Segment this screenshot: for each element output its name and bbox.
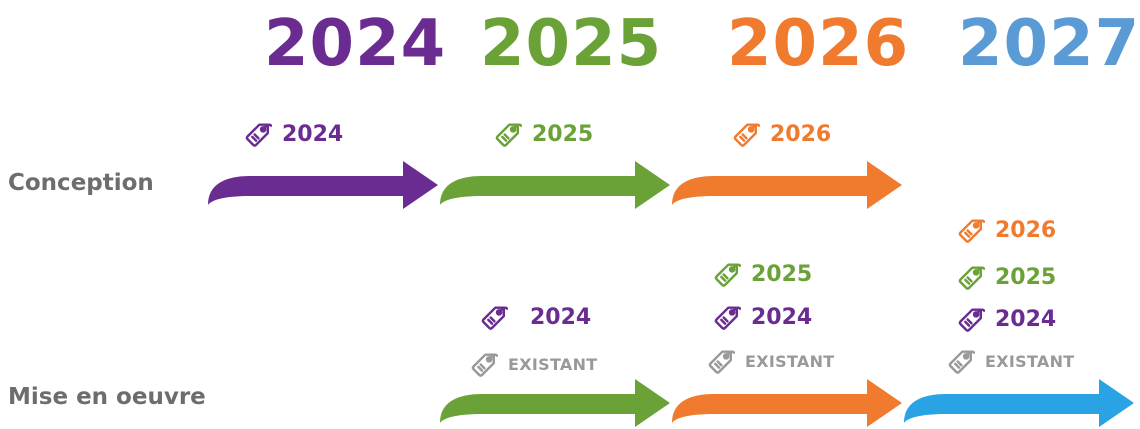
moe-2027-tag-existant: EXISTANT bbox=[945, 345, 1075, 379]
conception-tag-2024: 2024 bbox=[242, 118, 343, 152]
row-label-conception: Conception bbox=[8, 170, 154, 196]
tag-label: 2024 bbox=[530, 305, 592, 330]
conception-tag-2026: 2026 bbox=[730, 118, 831, 152]
tag-label: 2024 bbox=[995, 307, 1057, 332]
price-tag-icon bbox=[711, 260, 741, 290]
tag-label: 2025 bbox=[751, 262, 813, 287]
price-tag-icon bbox=[955, 305, 985, 335]
price-tag-icon bbox=[730, 120, 760, 150]
moe-2027-tag-2026: 2026 bbox=[955, 214, 1056, 248]
tag-label: 2024 bbox=[751, 305, 813, 330]
price-tag-icon bbox=[242, 120, 272, 150]
year-heading-2025: 2025 bbox=[480, 7, 663, 81]
conception-arrow-2026 bbox=[672, 161, 902, 209]
row-label-mise-en-oeuvre: Mise en oeuvre bbox=[8, 384, 206, 410]
moe-arrow-2026 bbox=[672, 379, 902, 427]
tag-label: 2026 bbox=[995, 218, 1057, 243]
moe-2026-tag-2024: 2024 bbox=[711, 301, 812, 335]
tag-label: 2025 bbox=[532, 122, 594, 147]
tag-label: EXISTANT bbox=[985, 352, 1075, 371]
moe-arrow-2025 bbox=[440, 379, 670, 427]
tag-label: 2025 bbox=[995, 265, 1057, 290]
year-heading-2026: 2026 bbox=[727, 7, 910, 81]
conception-tag-2025: 2025 bbox=[492, 118, 593, 152]
price-tag-icon bbox=[955, 263, 985, 293]
year-heading-2027: 2027 bbox=[958, 7, 1140, 81]
tag-label: 2026 bbox=[770, 122, 832, 147]
year-heading-2024: 2024 bbox=[264, 7, 447, 81]
moe-2025-tag-existant: EXISTANT bbox=[468, 348, 598, 382]
price-tag-icon bbox=[478, 303, 508, 333]
conception-arrow-2024 bbox=[208, 161, 438, 209]
tag-label: EXISTANT bbox=[745, 352, 835, 371]
conception-arrow-2025 bbox=[440, 161, 670, 209]
moe-2025-tag-2024: 2024 bbox=[478, 301, 591, 335]
price-tag-icon bbox=[955, 216, 985, 246]
price-tag-icon bbox=[492, 120, 522, 150]
moe-2027-tag-2025: 2025 bbox=[955, 261, 1056, 295]
moe-2027-tag-2024: 2024 bbox=[955, 303, 1056, 337]
moe-arrow-2027 bbox=[904, 379, 1134, 427]
price-tag-icon bbox=[711, 303, 741, 333]
tag-label: 2024 bbox=[282, 122, 344, 147]
moe-2026-tag-existant: EXISTANT bbox=[705, 345, 835, 379]
tag-label: EXISTANT bbox=[508, 355, 598, 374]
moe-2026-tag-2025: 2025 bbox=[711, 258, 812, 292]
